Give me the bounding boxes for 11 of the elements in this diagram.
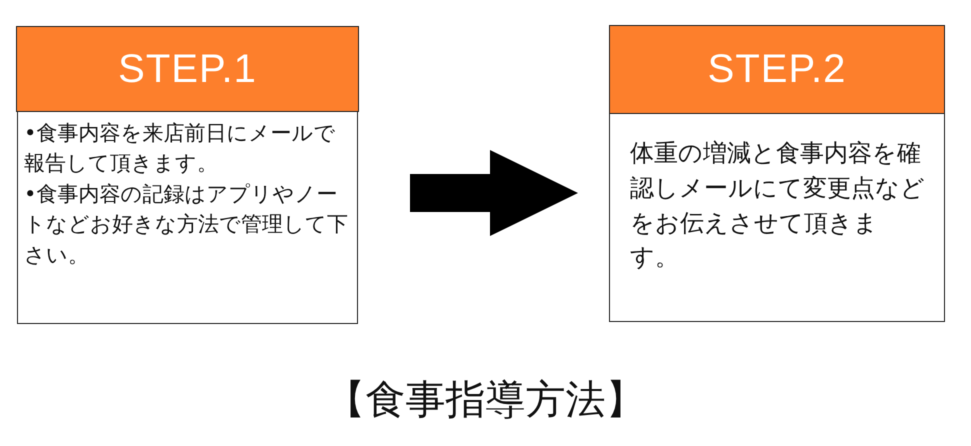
text-box [17,111,358,324]
description-text: •食事内容の記録はアプリやノートなどお好きな方法で管理して下さい。 [24,180,349,269]
step-label: STEP.2 [708,47,846,92]
caption: 【食事指導方法】 [324,376,646,425]
step-header-box [16,26,359,112]
step-label: STEP.1 [118,46,257,92]
step-header-box [609,25,945,114]
description-text: 体重の増減と食事内容を確認しメールにて変更点などをお伝えさせて頂きます。 [630,138,926,274]
text-box [609,113,945,322]
block-arrow [410,150,578,236]
description-text: •食事内容を来店前日にメールで報告して頂きます。 [24,120,336,178]
